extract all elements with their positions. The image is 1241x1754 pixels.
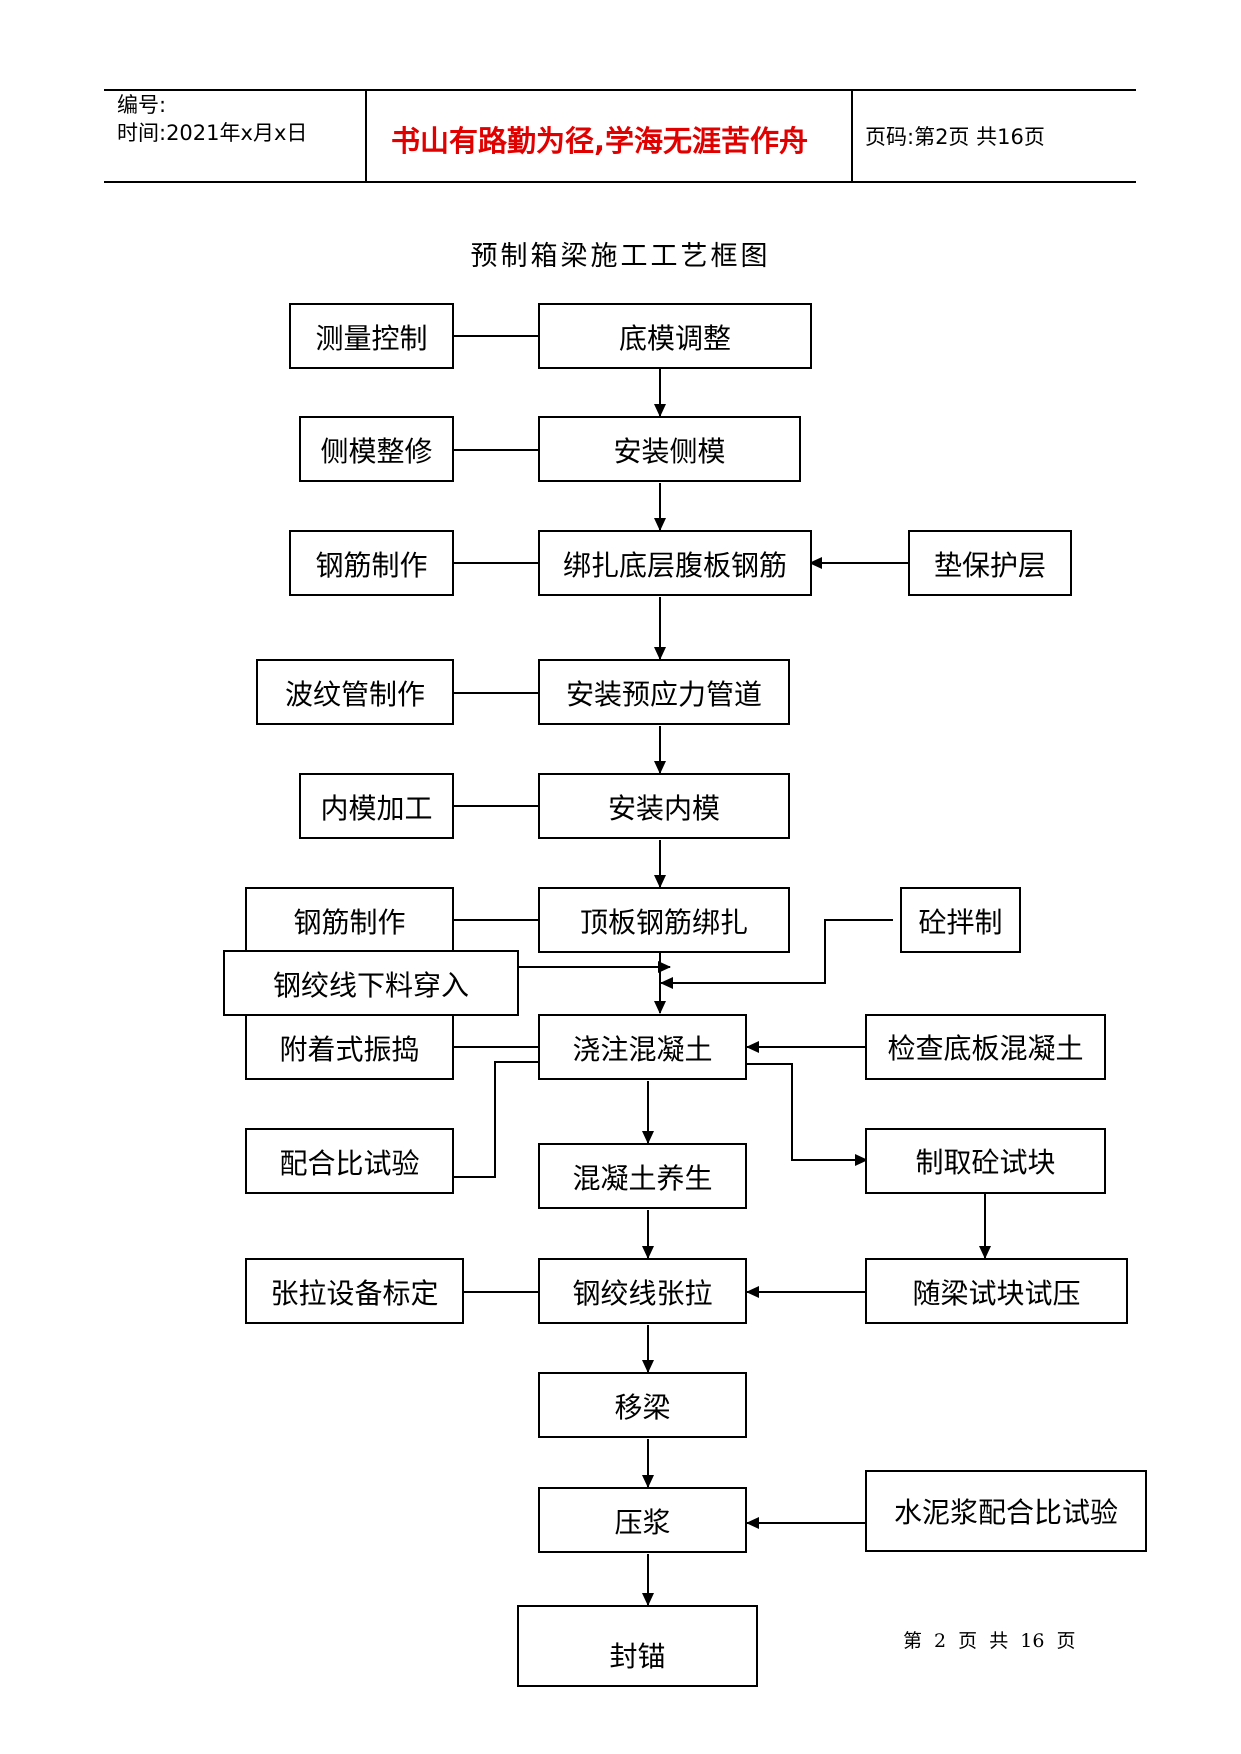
node-tension-calib: 张拉设备标定: [245, 1258, 464, 1324]
arrow-mixratio-to-pour: [453, 1056, 551, 1178]
node-pad-cover: 垫保护层: [908, 530, 1072, 596]
header-divider-left: [365, 89, 367, 183]
node-attached-vibrate: 附着式振捣: [245, 1014, 454, 1080]
arrow-pour-to-testblock: [747, 1063, 868, 1166]
node-mix-ratio-test: 配合比试验: [245, 1128, 454, 1194]
node-strand-cut: 钢绞线下料穿入: [223, 950, 519, 1016]
node-inner-form-process: 内模加工: [299, 773, 454, 839]
node-install-inner-form: 安装内模: [538, 773, 790, 839]
node-check-bottom-concrete: 检查底板混凝土: [865, 1014, 1106, 1080]
node-concrete-mix: 砼拌制: [900, 887, 1021, 953]
header-top-rule: [104, 89, 1136, 91]
node-strand-tension: 钢绞线张拉: [538, 1258, 747, 1324]
node-block-press: 随梁试块试压: [865, 1258, 1128, 1324]
node-make-test-block: 制取砼试块: [865, 1128, 1106, 1194]
header-bottom-rule: [104, 181, 1136, 183]
node-install-duct: 安装预应力管道: [538, 659, 790, 725]
header-time-label: 时间:2021年x月x日: [117, 121, 308, 145]
node-rebar-make-1: 钢筋制作: [289, 530, 454, 596]
header-motto: 书山有路勤为径,学海无涯苦作舟: [391, 124, 809, 158]
node-side-form-repair: 侧模整修: [299, 416, 454, 482]
node-measure-control: 测量控制: [289, 303, 454, 369]
node-pour-concrete: 浇注混凝土: [538, 1014, 747, 1080]
diagram-title: 预制箱梁施工工艺框图: [470, 241, 771, 272]
node-anchor-seal: 封锚: [517, 1605, 758, 1687]
header-number-label: 编号:: [117, 93, 167, 117]
node-grouting: 压浆: [538, 1487, 747, 1553]
node-move-beam: 移梁: [538, 1372, 747, 1438]
arrow-mix-to-pour: [660, 919, 893, 989]
node-top-rebar-bind: 顶板钢筋绑扎: [538, 887, 790, 953]
node-corrugated-pipe: 波纹管制作: [256, 659, 454, 725]
node-grout-mix-test: 水泥浆配合比试验: [865, 1470, 1147, 1552]
node-bottom-form-adjust: 底模调整: [538, 303, 812, 369]
node-install-side-form: 安装侧模: [538, 416, 801, 482]
header-divider-right: [851, 89, 853, 183]
node-rebar-make-2: 钢筋制作: [245, 887, 454, 953]
footer-page-number: 第 2 页 共 16 页: [903, 1630, 1076, 1652]
node-bind-bottom-rebar: 绑扎底层腹板钢筋: [538, 530, 812, 596]
header-page-info: 页码:第2页 共16页: [865, 125, 1045, 149]
node-concrete-curing: 混凝土养生: [538, 1143, 747, 1209]
